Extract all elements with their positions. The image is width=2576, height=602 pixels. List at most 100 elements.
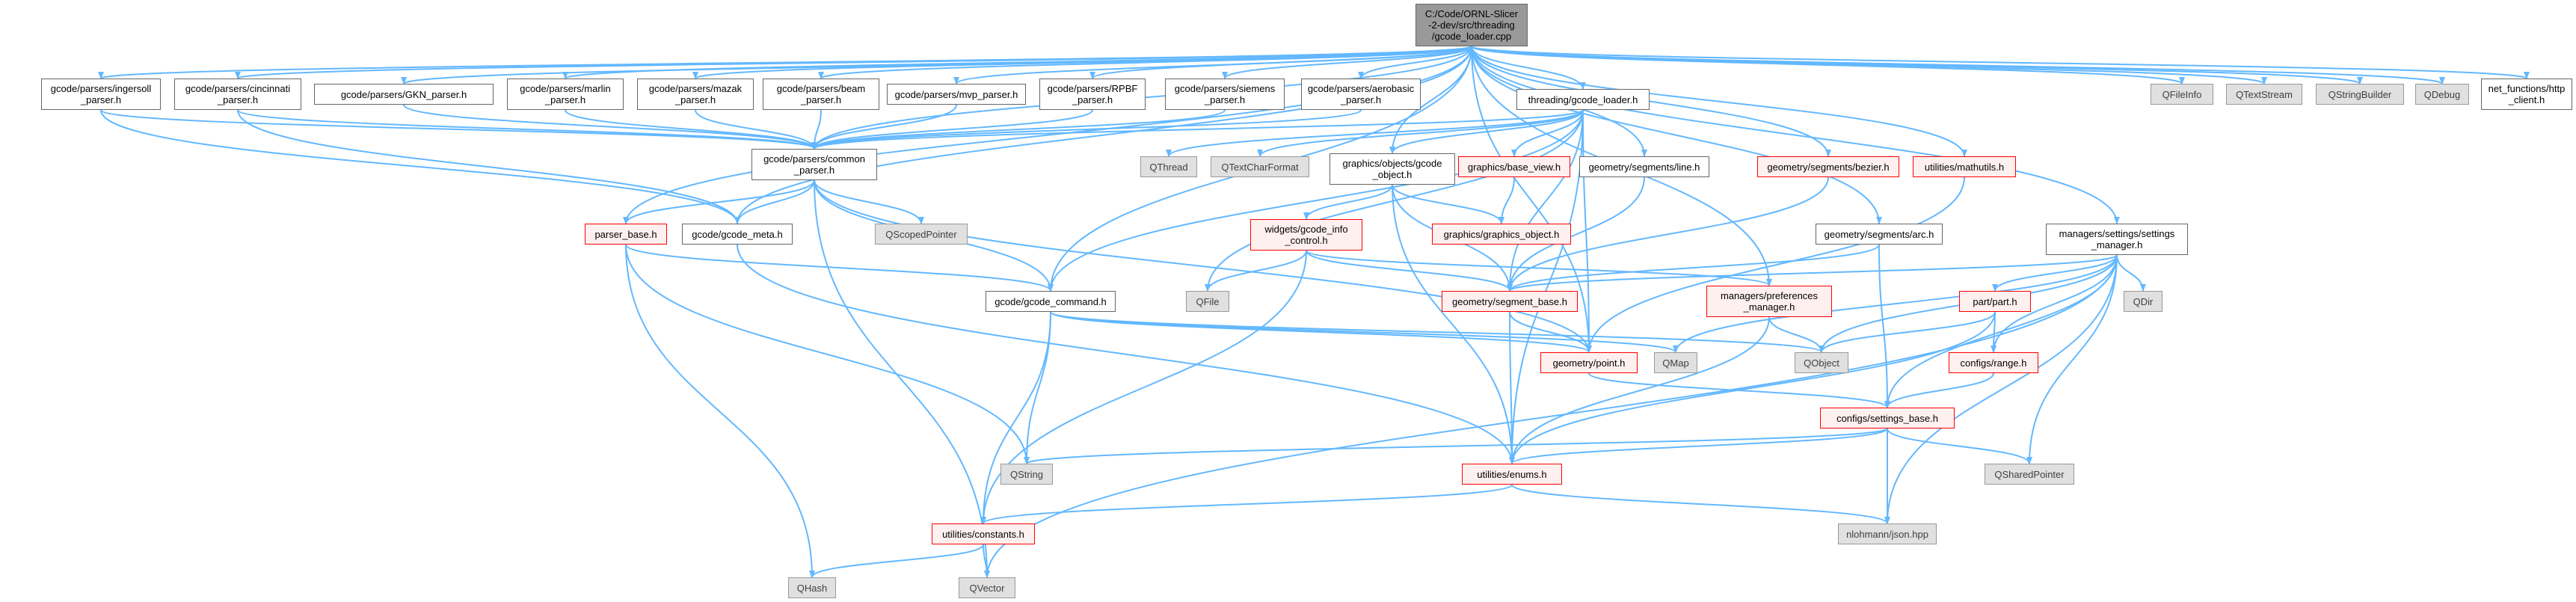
edge-settings-base-to-qstring	[1024, 428, 1888, 464]
node-gcode-loader-h[interactable]: threading/gcode_loader.h	[1516, 89, 1650, 110]
node-qhash: QHash	[788, 577, 836, 598]
node-bezier-h[interactable]: geometry/segments/bezier.h	[1757, 156, 1899, 177]
edge-preferences-manager-to-enums-h	[1509, 316, 1770, 464]
edge-root-gcode-loader-cpp-to-bezier-h	[1471, 46, 1831, 157]
edge-common-parser-to-qvector	[814, 179, 990, 578]
edge-settings-manager-to-json-hpp	[1884, 254, 2118, 524]
node-net-functions-http-client[interactable]: net_functions/http _client.h	[2481, 79, 2572, 110]
edge-root-gcode-loader-cpp-to-qdebug	[1471, 46, 2445, 85]
edge-constants-h-to-qvector	[983, 544, 990, 578]
node-qvector: QVector	[959, 577, 1015, 598]
edge-gcode-loader-h-to-qtextcharformat	[1257, 109, 1584, 157]
edge-marlin-parser-to-common-parser	[565, 109, 817, 150]
edge-root-gcode-loader-cpp-to-aerobasic-parser	[1358, 46, 1472, 79]
edge-gcode-loader-h-to-qfile	[1205, 109, 1584, 292]
node-preferences-manager[interactable]: managers/preferences _manager.h	[1706, 286, 1832, 317]
node-point-h[interactable]: geometry/point.h	[1540, 352, 1638, 373]
node-qstring: QString	[1000, 464, 1053, 485]
edge-gcode-info-control-to-segment-base	[1306, 250, 1513, 292]
node-gkn-parser[interactable]: gcode/parsers/GKN_parser.h	[314, 84, 494, 105]
node-mazak-parser[interactable]: gcode/parsers/mazak _parser.h	[637, 79, 754, 110]
node-segment-base[interactable]: geometry/segment_base.h	[1442, 291, 1578, 312]
node-qthread: QThread	[1140, 156, 1197, 177]
node-mvp-parser[interactable]: gcode/parsers/mvp_parser.h	[887, 84, 1026, 105]
node-graphics-object[interactable]: graphics/graphics_object.h	[1432, 224, 1571, 245]
edge-gcode-command-to-qmap	[1050, 311, 1679, 353]
edge-gcode-info-control-to-preferences-manager	[1306, 250, 1772, 286]
edge-settings-manager-to-qmap	[1673, 254, 2118, 353]
edge-root-gcode-loader-cpp-to-mathutils-h	[1471, 46, 1967, 157]
node-root-gcode-loader-cpp: C:/Code/ORNL-Slicer -2-dev/src/threading…	[1415, 4, 1528, 46]
node-part-h[interactable]: part/part.h	[1959, 291, 2031, 312]
edge-aerobasic-parser-to-common-parser	[811, 109, 1362, 150]
edge-gcode-command-to-qobject	[1050, 311, 1825, 353]
edge-settings-manager-to-qsharedpointer	[2026, 254, 2118, 464]
edge-cincinnati-parser-to-gcode-meta	[237, 109, 740, 224]
edge-cincinnati-parser-to-common-parser	[237, 109, 817, 150]
include-edges	[98, 46, 2530, 578]
edge-bezier-h-to-segment-base	[1507, 176, 1829, 292]
edge-settings-manager-to-qdir	[2116, 254, 2146, 292]
node-base-view[interactable]: graphics/base_view.h	[1458, 156, 1570, 177]
edge-gcode-loader-h-to-common-parser	[811, 109, 1584, 150]
node-range-h[interactable]: configs/range.h	[1949, 352, 2038, 373]
edge-constants-h-to-qhash	[809, 544, 984, 578]
node-graphics-gcode-object[interactable]: graphics/objects/gcode _object.h	[1330, 153, 1455, 185]
edge-part-h-to-qobject	[1819, 311, 1996, 353]
node-siemens-parser[interactable]: gcode/parsers/siemens _parser.h	[1165, 79, 1285, 110]
node-ingersoll-parser[interactable]: gcode/parsers/ingersoll _parser.h	[41, 79, 161, 110]
node-qtextcharformat: QTextCharFormat	[1211, 156, 1309, 177]
node-json-hpp: nlohmann/json.hpp	[1838, 523, 1937, 544]
node-gcode-meta[interactable]: gcode/gcode_meta.h	[682, 224, 793, 245]
node-common-parser[interactable]: gcode/parsers/common _parser.h	[751, 149, 877, 180]
node-marlin-parser[interactable]: gcode/parsers/marlin _parser.h	[507, 79, 624, 110]
node-beam-parser[interactable]: gcode/parsers/beam _parser.h	[763, 79, 879, 110]
edge-settings-base-to-enums-h	[1509, 428, 1888, 464]
edge-mazak-parser-to-common-parser	[695, 109, 817, 150]
edge-gcode-command-to-qstring	[1024, 311, 1051, 464]
edge-root-gcode-loader-cpp-to-rpbf-parser	[1089, 46, 1472, 79]
edge-mvp-parser-to-common-parser	[811, 104, 957, 150]
edge-gcode-loader-h-to-segment-base	[1507, 109, 1584, 292]
node-mathutils-h[interactable]: utilities/mathutils.h	[1913, 156, 2016, 177]
edge-segment-base-to-enums-h	[1508, 311, 1515, 464]
node-qdir: QDir	[2124, 291, 2162, 312]
edge-root-gcode-loader-cpp-to-cincinnati-parser	[235, 46, 1472, 79]
edge-root-gcode-loader-cpp-to-arc-h	[1471, 46, 1882, 224]
node-qtextstream: QTextStream	[2226, 84, 2302, 105]
edge-common-parser-to-parser-base	[623, 179, 815, 224]
node-arc-h[interactable]: geometry/segments/arc.h	[1816, 224, 1943, 245]
edge-settings-manager-to-settings-base	[1884, 254, 2118, 408]
edge-parser-base-to-qhash	[625, 244, 815, 578]
edge-line-h-to-segment-base	[1507, 176, 1645, 292]
node-qdebug: QDebug	[2415, 84, 2469, 105]
node-cincinnati-parser[interactable]: gcode/parsers/cincinnati _parser.h	[174, 79, 301, 110]
node-gcode-info-control[interactable]: widgets/gcode_info _control.h	[1250, 219, 1362, 251]
edge-arc-h-to-segment-base	[1507, 244, 1880, 292]
edge-ingersoll-parser-to-common-parser	[100, 109, 817, 150]
edge-gcode-loader-h-to-qthread	[1166, 109, 1584, 157]
edge-point-h-to-settings-base	[1588, 372, 1890, 408]
edge-gcode-command-to-constants-h	[980, 311, 1051, 524]
node-rpbf-parser[interactable]: gcode/parsers/RPBF _parser.h	[1039, 79, 1146, 110]
edge-settings-manager-to-qvector	[984, 254, 2118, 578]
node-aerobasic-parser[interactable]: gcode/parsers/aerobasic _parser.h	[1301, 79, 1421, 110]
edge-enums-h-to-constants-h	[980, 484, 1513, 524]
edge-gkn-parser-to-common-parser	[403, 104, 817, 150]
node-constants-h[interactable]: utilities/constants.h	[932, 523, 1035, 544]
edge-parser-base-to-qstring	[625, 244, 1030, 464]
edge-base-view-to-graphics-object	[1498, 176, 1515, 224]
edge-gcode-info-control-to-qfile	[1205, 250, 1307, 292]
node-enums-h[interactable]: utilities/enums.h	[1462, 464, 1562, 485]
node-settings-manager[interactable]: managers/settings/settings _manager.h	[2046, 224, 2188, 255]
node-gcode-command[interactable]: gcode/gcode_command.h	[986, 291, 1116, 312]
edge-gcode-command-to-point-h	[1050, 311, 1592, 353]
edge-root-gcode-loader-cpp-to-gcode-loader-h	[1471, 46, 1586, 90]
edge-root-gcode-loader-cpp-to-qstringbuilder	[1471, 46, 2363, 85]
edge-segment-base-to-point-h	[1509, 311, 1592, 353]
edge-gcode-loader-h-to-point-h	[1582, 109, 1592, 353]
node-settings-base[interactable]: configs/settings_base.h	[1820, 408, 1955, 429]
node-line-h[interactable]: geometry/segments/line.h	[1579, 156, 1709, 177]
node-parser-base[interactable]: parser_base.h	[585, 224, 667, 245]
